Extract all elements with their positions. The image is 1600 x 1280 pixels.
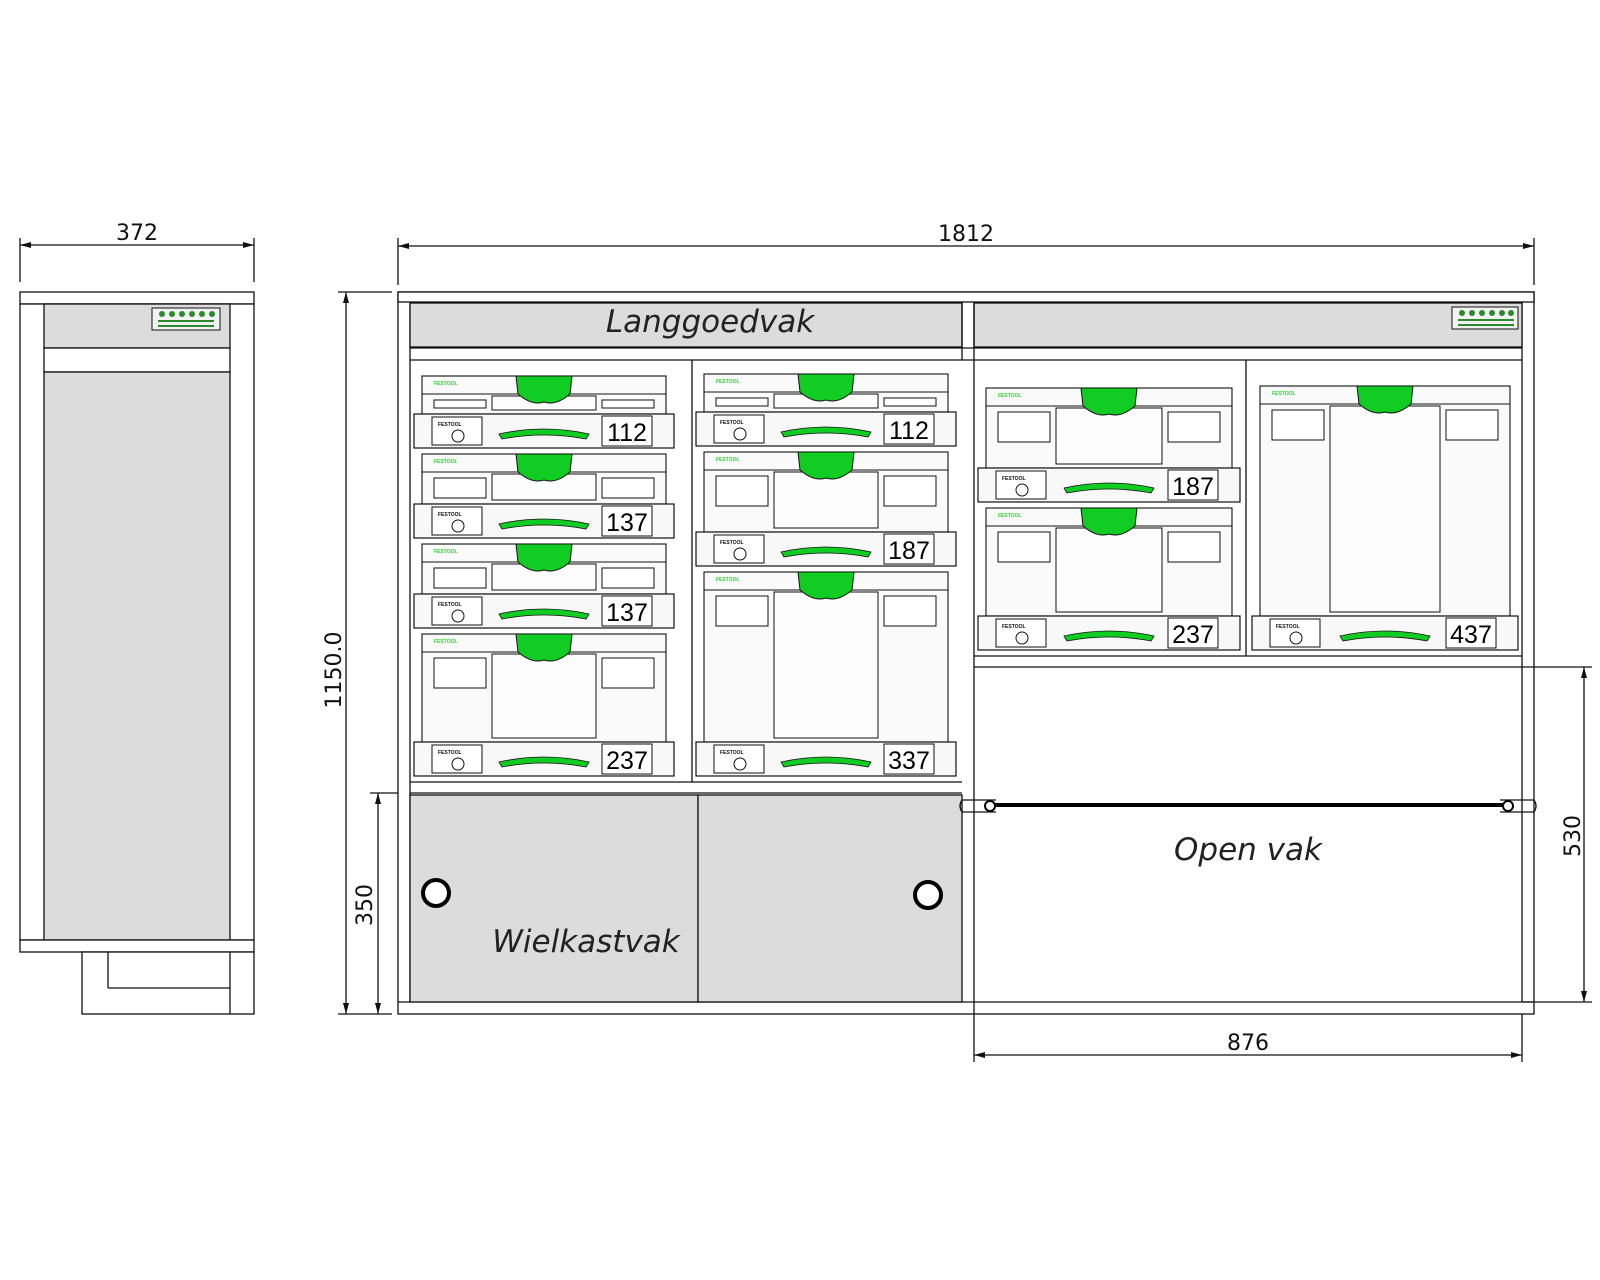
lock-icon [1015, 631, 1029, 645]
lock-icon [733, 547, 747, 561]
handle-icon [515, 633, 573, 662]
open-height-label: 530 [1561, 815, 1586, 857]
systainer: FESTOOL FESTOOL 237 [413, 633, 675, 777]
front-handle-icon [1339, 630, 1431, 642]
brand-mark: FESTOOL [438, 422, 462, 428]
lock-icon [451, 757, 465, 771]
top-compartment-right [973, 302, 1523, 348]
systainer: FESTOOL FESTOOL 112 [695, 373, 957, 447]
brand-mark: FESTOOL [720, 540, 744, 546]
systainer-size-label: 137 [606, 599, 648, 627]
handle-icon [797, 571, 855, 600]
cabinet-top-board [397, 291, 1535, 303]
brand-mark: FESTOOL [438, 512, 462, 518]
brand-mark: FESTOOL [1276, 624, 1300, 630]
systainer-size-label: 112 [889, 417, 929, 445]
brand-mark: FESTOOL [716, 379, 740, 385]
side-base [81, 951, 255, 1015]
handle-icon [515, 543, 573, 572]
front-handle-icon [1063, 482, 1155, 494]
systainer-size-label: 337 [888, 747, 930, 775]
lock-icon [733, 427, 747, 441]
brand-mark: FESTOOL [434, 459, 458, 465]
front-handle-icon [1063, 630, 1155, 642]
handle-icon [1356, 385, 1414, 414]
front-handle-icon [498, 428, 590, 440]
brand-mark: FESTOOL [438, 750, 462, 756]
handle-icon [515, 453, 573, 482]
handle-icon [797, 451, 855, 480]
front-handle-icon [780, 756, 872, 768]
front-handle-icon [498, 518, 590, 530]
brand-mark: FESTOOL [998, 513, 1022, 519]
brand-mark: FESTOOL [716, 577, 740, 583]
lock-icon [451, 609, 465, 623]
systainer-size-label: 237 [1172, 621, 1214, 649]
handle-icon [1080, 387, 1138, 416]
wheel-height-label: 350 [353, 884, 378, 926]
systainer-size-label: 112 [607, 419, 647, 447]
brand-mark: FESTOOL [434, 549, 458, 555]
brand-mark: FESTOOL [720, 750, 744, 756]
systainer: FESTOOL FESTOOL 187 [695, 451, 957, 567]
height-label: 1150.0 [322, 632, 347, 709]
systainer: FESTOOL FESTOOL 437 [1251, 385, 1519, 651]
systainer: FESTOOL FESTOOL 187 [977, 387, 1241, 503]
brand-mark: FESTOOL [720, 420, 744, 426]
systainer: FESTOOL FESTOOL 112 [413, 375, 675, 449]
brand-mark: FESTOOL [716, 457, 740, 463]
systainer: FESTOOL FESTOOL 337 [695, 571, 957, 777]
side-bottom-board [19, 939, 255, 953]
brand-mark: FESTOOL [1272, 391, 1296, 397]
systainer: FESTOOL FESTOOL 137 [413, 543, 675, 629]
brand-mark: FESTOOL [438, 602, 462, 608]
side-width-label: 372 [116, 221, 158, 246]
brand-mark: FESTOOL [1002, 624, 1026, 630]
handle-icon [797, 373, 855, 402]
open-width-label: 876 [1227, 1031, 1269, 1056]
wheel-compartment-label: Wielkastvak [492, 924, 681, 960]
handle-icon [515, 375, 573, 404]
front-handle-icon [780, 546, 872, 558]
lock-icon [451, 429, 465, 443]
systainer-size-label: 437 [1450, 621, 1492, 649]
lock-icon [1015, 483, 1029, 497]
front-handle-icon [780, 426, 872, 438]
front-view: 1812 1150.0 350 Langgoedvak [322, 222, 1592, 1062]
front-handle-icon [498, 608, 590, 620]
door-knob-left [421, 878, 451, 908]
wheel-door-left [409, 794, 699, 1003]
side-shelf [43, 347, 231, 373]
handle-icon [1080, 507, 1138, 536]
total-width-label: 1812 [938, 222, 994, 247]
side-view: 372 [19, 221, 255, 1015]
side-main-panel [43, 371, 231, 941]
systainer-size-label: 187 [1172, 473, 1214, 501]
front-handle-icon [498, 756, 590, 768]
systainer-size-label: 187 [888, 537, 930, 565]
lock-icon [1289, 631, 1303, 645]
side-top-board [19, 291, 255, 305]
top-compartment-label: Langgoedvak [606, 304, 815, 340]
side-logo-plate [151, 307, 221, 331]
front-logo-plate [1451, 306, 1519, 330]
open-compartment-bar [959, 799, 1537, 813]
systainer-size-label: 137 [606, 509, 648, 537]
lock-icon [733, 757, 747, 771]
brand-mark: FESTOOL [998, 393, 1022, 399]
brand-mark: FESTOOL [1002, 476, 1026, 482]
brand-mark: FESTOOL [434, 639, 458, 645]
lock-icon [451, 519, 465, 533]
door-knob-right [913, 880, 943, 910]
open-compartment-label: Open vak [1174, 832, 1323, 868]
systainer: FESTOOL FESTOOL 237 [977, 507, 1241, 651]
systainer-size-label: 237 [606, 747, 648, 775]
brand-mark: FESTOOL [434, 381, 458, 387]
systainer: FESTOOL FESTOOL 137 [413, 453, 675, 539]
